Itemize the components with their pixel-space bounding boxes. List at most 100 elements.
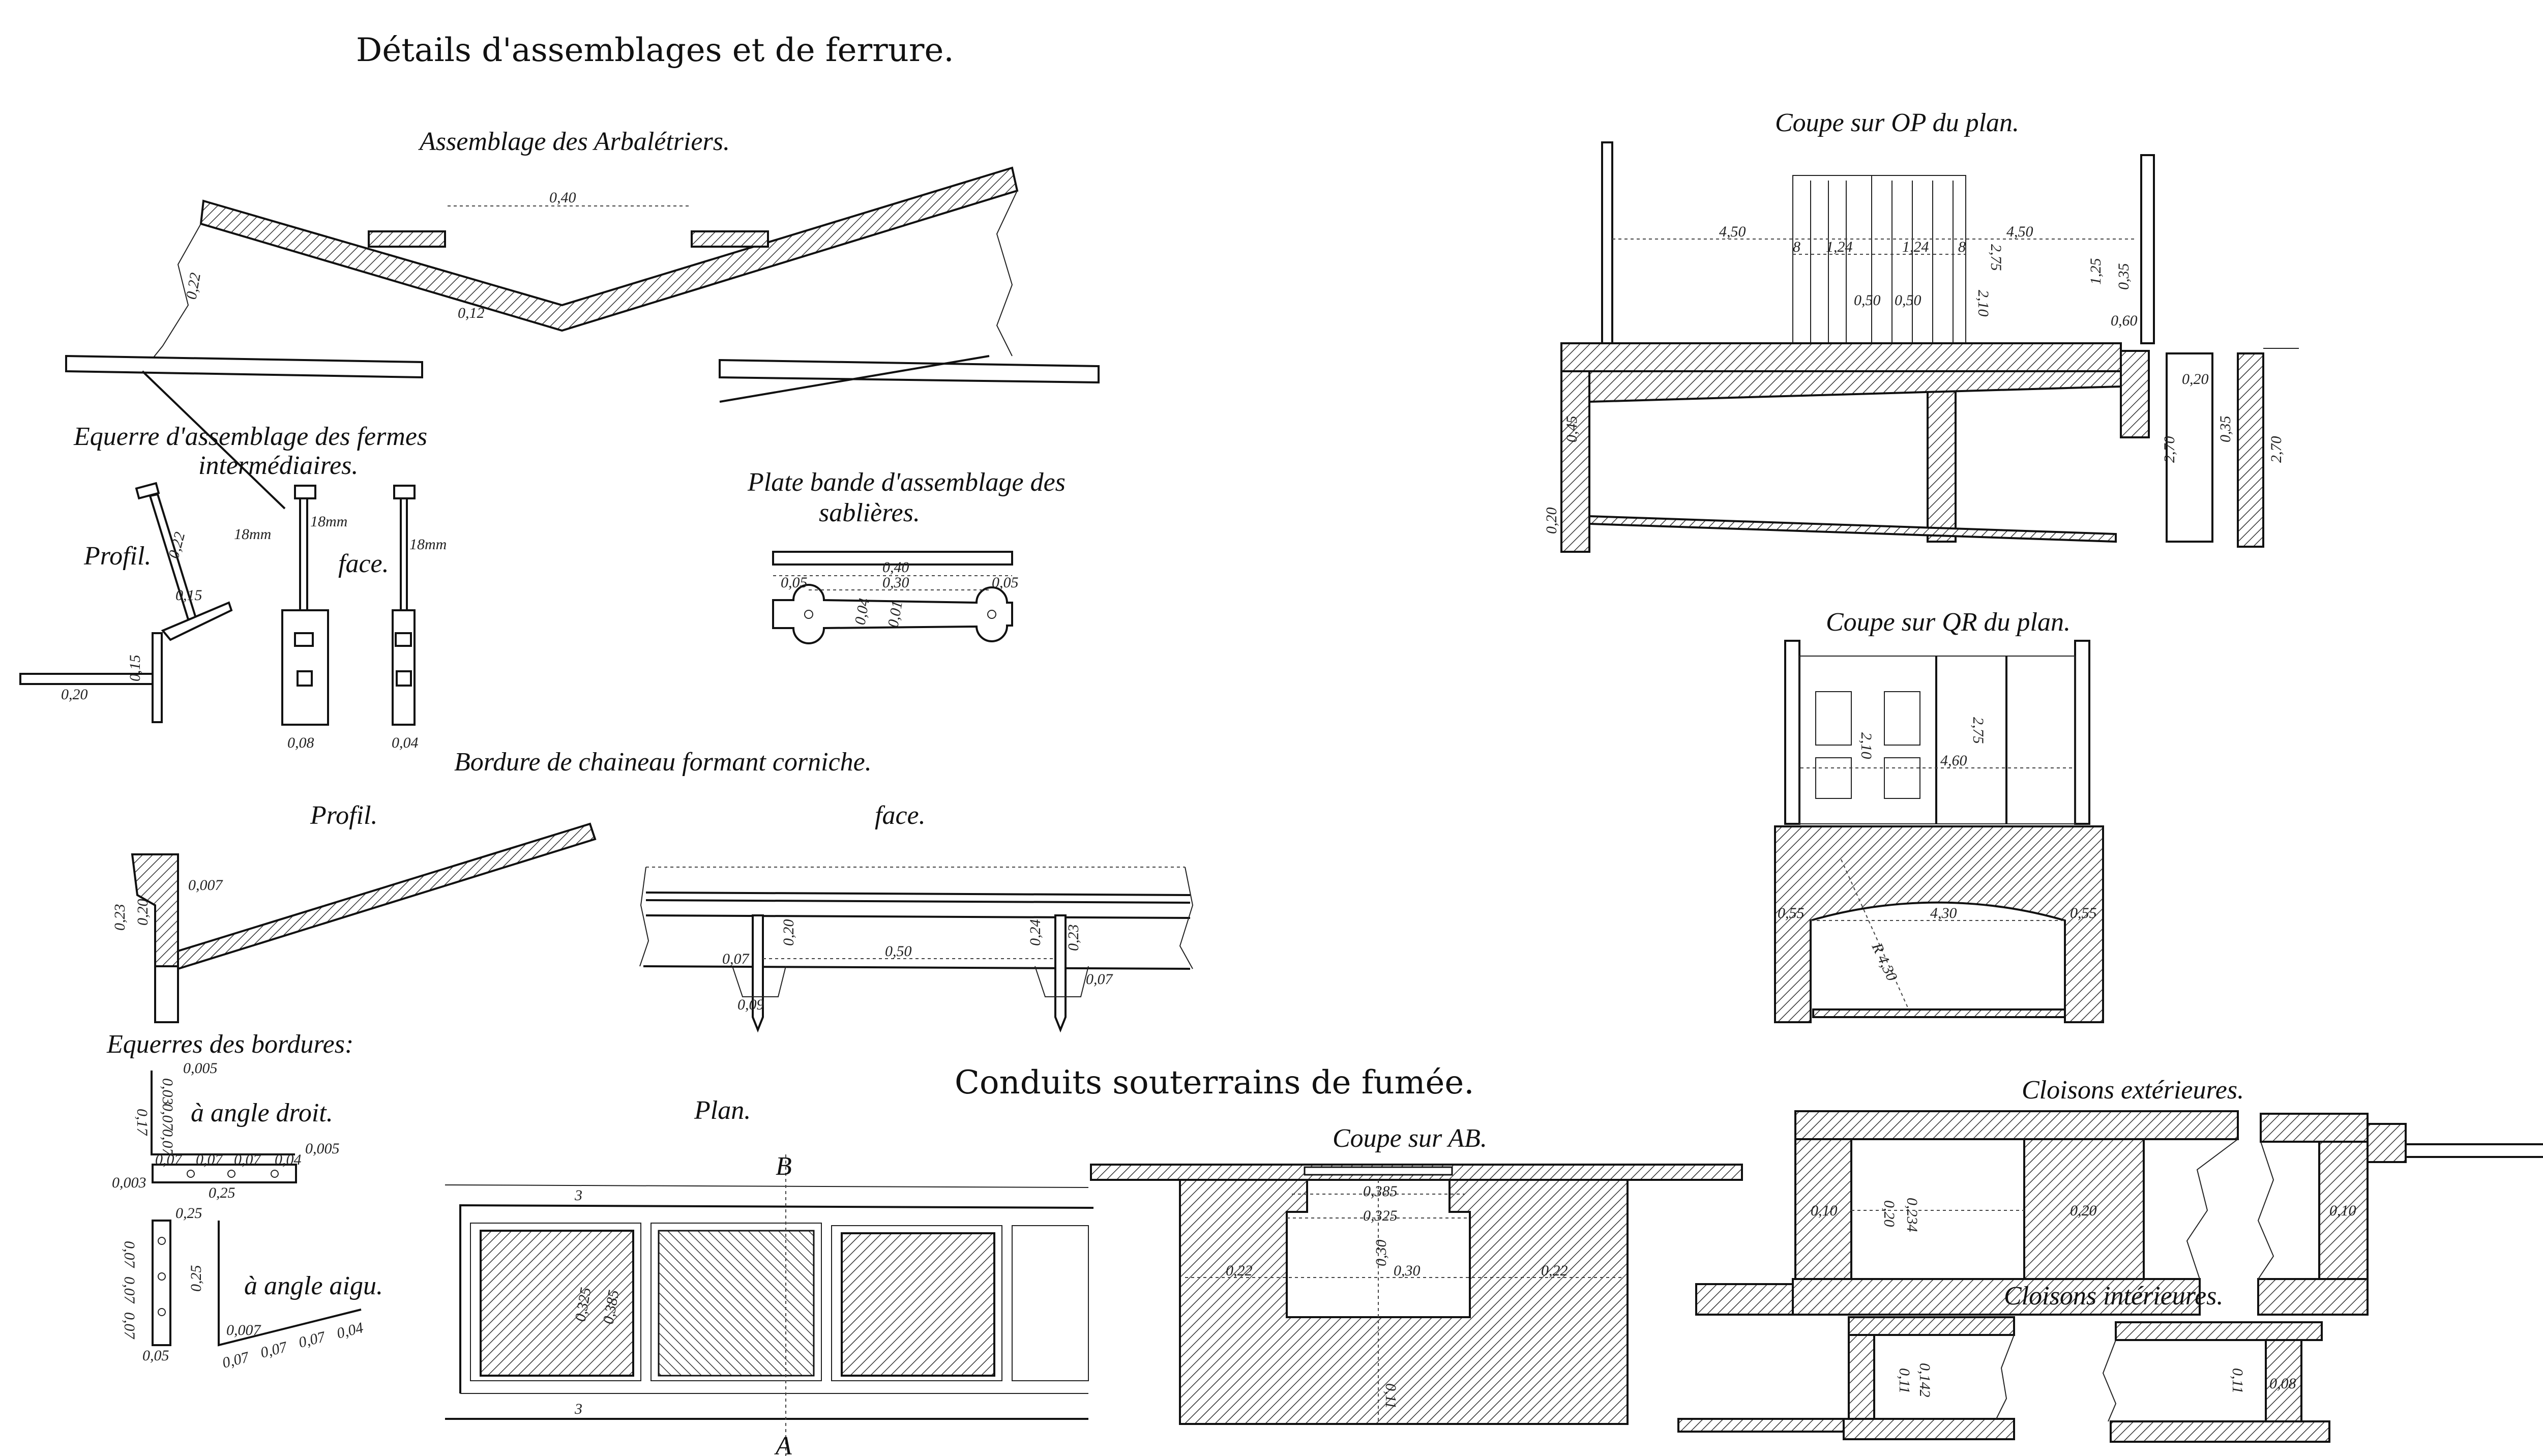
dim-label: 0,22 — [183, 272, 204, 301]
dim-label: 0,07 — [221, 1349, 252, 1372]
dim-label: 0,55 — [2070, 905, 2097, 922]
strut-left — [368, 230, 446, 248]
dim-label: 0,35 — [2217, 416, 2234, 443]
coupe-qr-drawing: Coupe sur QR du plan. 2,10 2,75 4,60 4,3… — [1774, 608, 2104, 1023]
tie-beam-right — [719, 359, 1100, 384]
dim-label: 0,325 — [1363, 1207, 1398, 1224]
dim-label: 0,11 — [1896, 1368, 1913, 1393]
dim-label: 0,11 — [2229, 1368, 2246, 1393]
dim-label: 0,007 — [226, 1322, 262, 1339]
dim-label: 0,385 — [1363, 1183, 1398, 1200]
coupe-op-title: Coupe sur OP du plan. — [1775, 108, 2019, 137]
dim-label: 0,20 — [134, 899, 151, 926]
dim-label: 0,07 — [196, 1151, 224, 1168]
dim-label: 0,142 — [1916, 1363, 1933, 1398]
dim-label: 0,09 — [737, 996, 764, 1013]
dim-label: 0,50 — [1895, 292, 1921, 309]
cloisons-int-title: Cloisons intérieures. — [2004, 1282, 2223, 1311]
dim-label: 4,50 — [2006, 223, 2033, 240]
plate-title-2: sablières. — [819, 498, 920, 527]
dim-label: 2,10 — [1975, 290, 1992, 317]
section-mark-b: B — [776, 1152, 792, 1181]
cloisons-interieures-drawing: Cloisons intérieures. 0,11 0,142 0,11 0,… — [1677, 1282, 2330, 1443]
dim-label: 0,007 — [188, 877, 224, 894]
dim-label: 0,25 — [209, 1184, 235, 1201]
profil-label: Profil. — [83, 542, 151, 571]
dim-label: 0,07 — [259, 1339, 290, 1361]
profil-label: Profil. — [310, 801, 377, 830]
dim-label: 0,23 — [111, 904, 128, 931]
dim-label: 0,30 — [882, 574, 909, 591]
dim-label: 0,04 — [275, 1151, 302, 1168]
plate-bande-drawing: Plate bande d'assemblage des sablières. … — [747, 468, 1066, 644]
coupe-ab-drawing: Coupe sur AB. 0,385 0,325 0,30 0,30 0,22… — [1090, 1124, 1743, 1425]
dim-label: 0,01 — [884, 600, 906, 629]
dim-label: 0,22 — [1541, 1262, 1568, 1279]
cloisons-ext-title: Cloisons extérieures. — [2022, 1076, 2244, 1105]
dim-label: 0,55 — [1778, 905, 1805, 922]
plan-drawing: Plan. 0,325 0,385 3 3 A B — [445, 1096, 1094, 1456]
dim-label: 0,20 — [2182, 371, 2209, 388]
dim-label: 0,07 — [121, 1312, 138, 1340]
dim-label: 0,003 — [112, 1174, 146, 1191]
dim-label: 0,25 — [175, 1205, 202, 1222]
dim-label: 0,005 — [305, 1140, 340, 1157]
dim-label: 3 — [574, 1401, 582, 1417]
dim-label: 18mm — [409, 536, 447, 553]
dim-label: 2,70 — [2268, 436, 2285, 463]
angle-aigu-label: à angle aigu. — [244, 1271, 383, 1300]
dim-label: 0,05 — [992, 574, 1019, 591]
dim-label: 4,60 — [1940, 752, 1967, 769]
dim-label: 0,24 — [1027, 919, 1044, 946]
plate-title: Plate bande d'assemblage des — [747, 468, 1066, 497]
dim-label: 0,07 — [159, 1129, 176, 1157]
dim-label: 0,10 — [2329, 1202, 2356, 1219]
dim-label: 0,20 — [61, 686, 88, 703]
break-line-right — [996, 190, 1018, 356]
arbaletriers-title: Assemblage des Arbalétriers. — [418, 127, 730, 156]
dim-label: 0,07 — [159, 1104, 176, 1132]
dim-label: 0,20 — [1543, 508, 1560, 534]
dim-label: 2,75 — [1970, 717, 1987, 744]
dim-label: 0,60 — [2111, 312, 2138, 329]
strut-right — [691, 230, 769, 248]
dim-label: 0,50 — [885, 943, 912, 960]
dim-label: 8 — [1958, 239, 1966, 255]
dim-label: 0,15 — [175, 587, 202, 604]
dim-label: 0,50 — [1854, 292, 1881, 309]
dim-label: 3 — [574, 1187, 582, 1204]
dim-label: 0,08 — [287, 734, 314, 751]
dim-label: R 4,30 — [1868, 940, 1900, 984]
dim-label: 0,17 — [134, 1109, 151, 1137]
equerres-title: Equerres des bordures: — [106, 1030, 353, 1059]
dim-label: 0,07 — [155, 1151, 183, 1168]
dim-label: 0,07 — [722, 950, 750, 967]
dim-label: 0,08 — [2269, 1375, 2296, 1392]
angle-droit-label: à angle droit. — [191, 1098, 333, 1127]
dim-label: 2,10 — [1858, 732, 1875, 759]
main-title: Détails d'assemblages et de ferrure. — [356, 32, 954, 69]
dim-label: 1,24 — [1826, 239, 1853, 255]
dim-label: 2,75 — [1988, 244, 2004, 271]
dim-label: 0,07 — [297, 1328, 328, 1351]
dim-label: 0,07 — [1086, 971, 1114, 988]
cloisons-exterieures-drawing: Cloisons extérieures. 0,10 0,20 0,234 0,… — [1695, 1076, 2543, 1316]
dim-label: 0,05 — [781, 574, 808, 591]
equerre-title-2: intermédiaires. — [198, 451, 358, 480]
dim-label: 0,40 — [549, 189, 576, 206]
dim-label: 0,15 — [127, 655, 143, 682]
dim-label: 18mm — [310, 513, 347, 530]
face-label: face. — [338, 549, 389, 578]
dim-label: 0,04 — [335, 1319, 365, 1342]
dim-label: 0,10 — [1811, 1202, 1838, 1219]
dim-label: 4,30 — [1930, 905, 1957, 922]
dim-label: 4,50 — [1719, 223, 1746, 240]
dim-label: 1,25 — [2087, 258, 2104, 285]
dim-label: 0,20 — [2070, 1202, 2097, 1219]
equerre-title: Equerre d'assemblage des fermes — [73, 422, 427, 451]
dim-label: 0,03 — [159, 1078, 176, 1105]
dim-label: 8 — [1793, 239, 1800, 255]
dim-label: 0,40 — [882, 559, 909, 576]
face-label: face. — [875, 801, 926, 830]
